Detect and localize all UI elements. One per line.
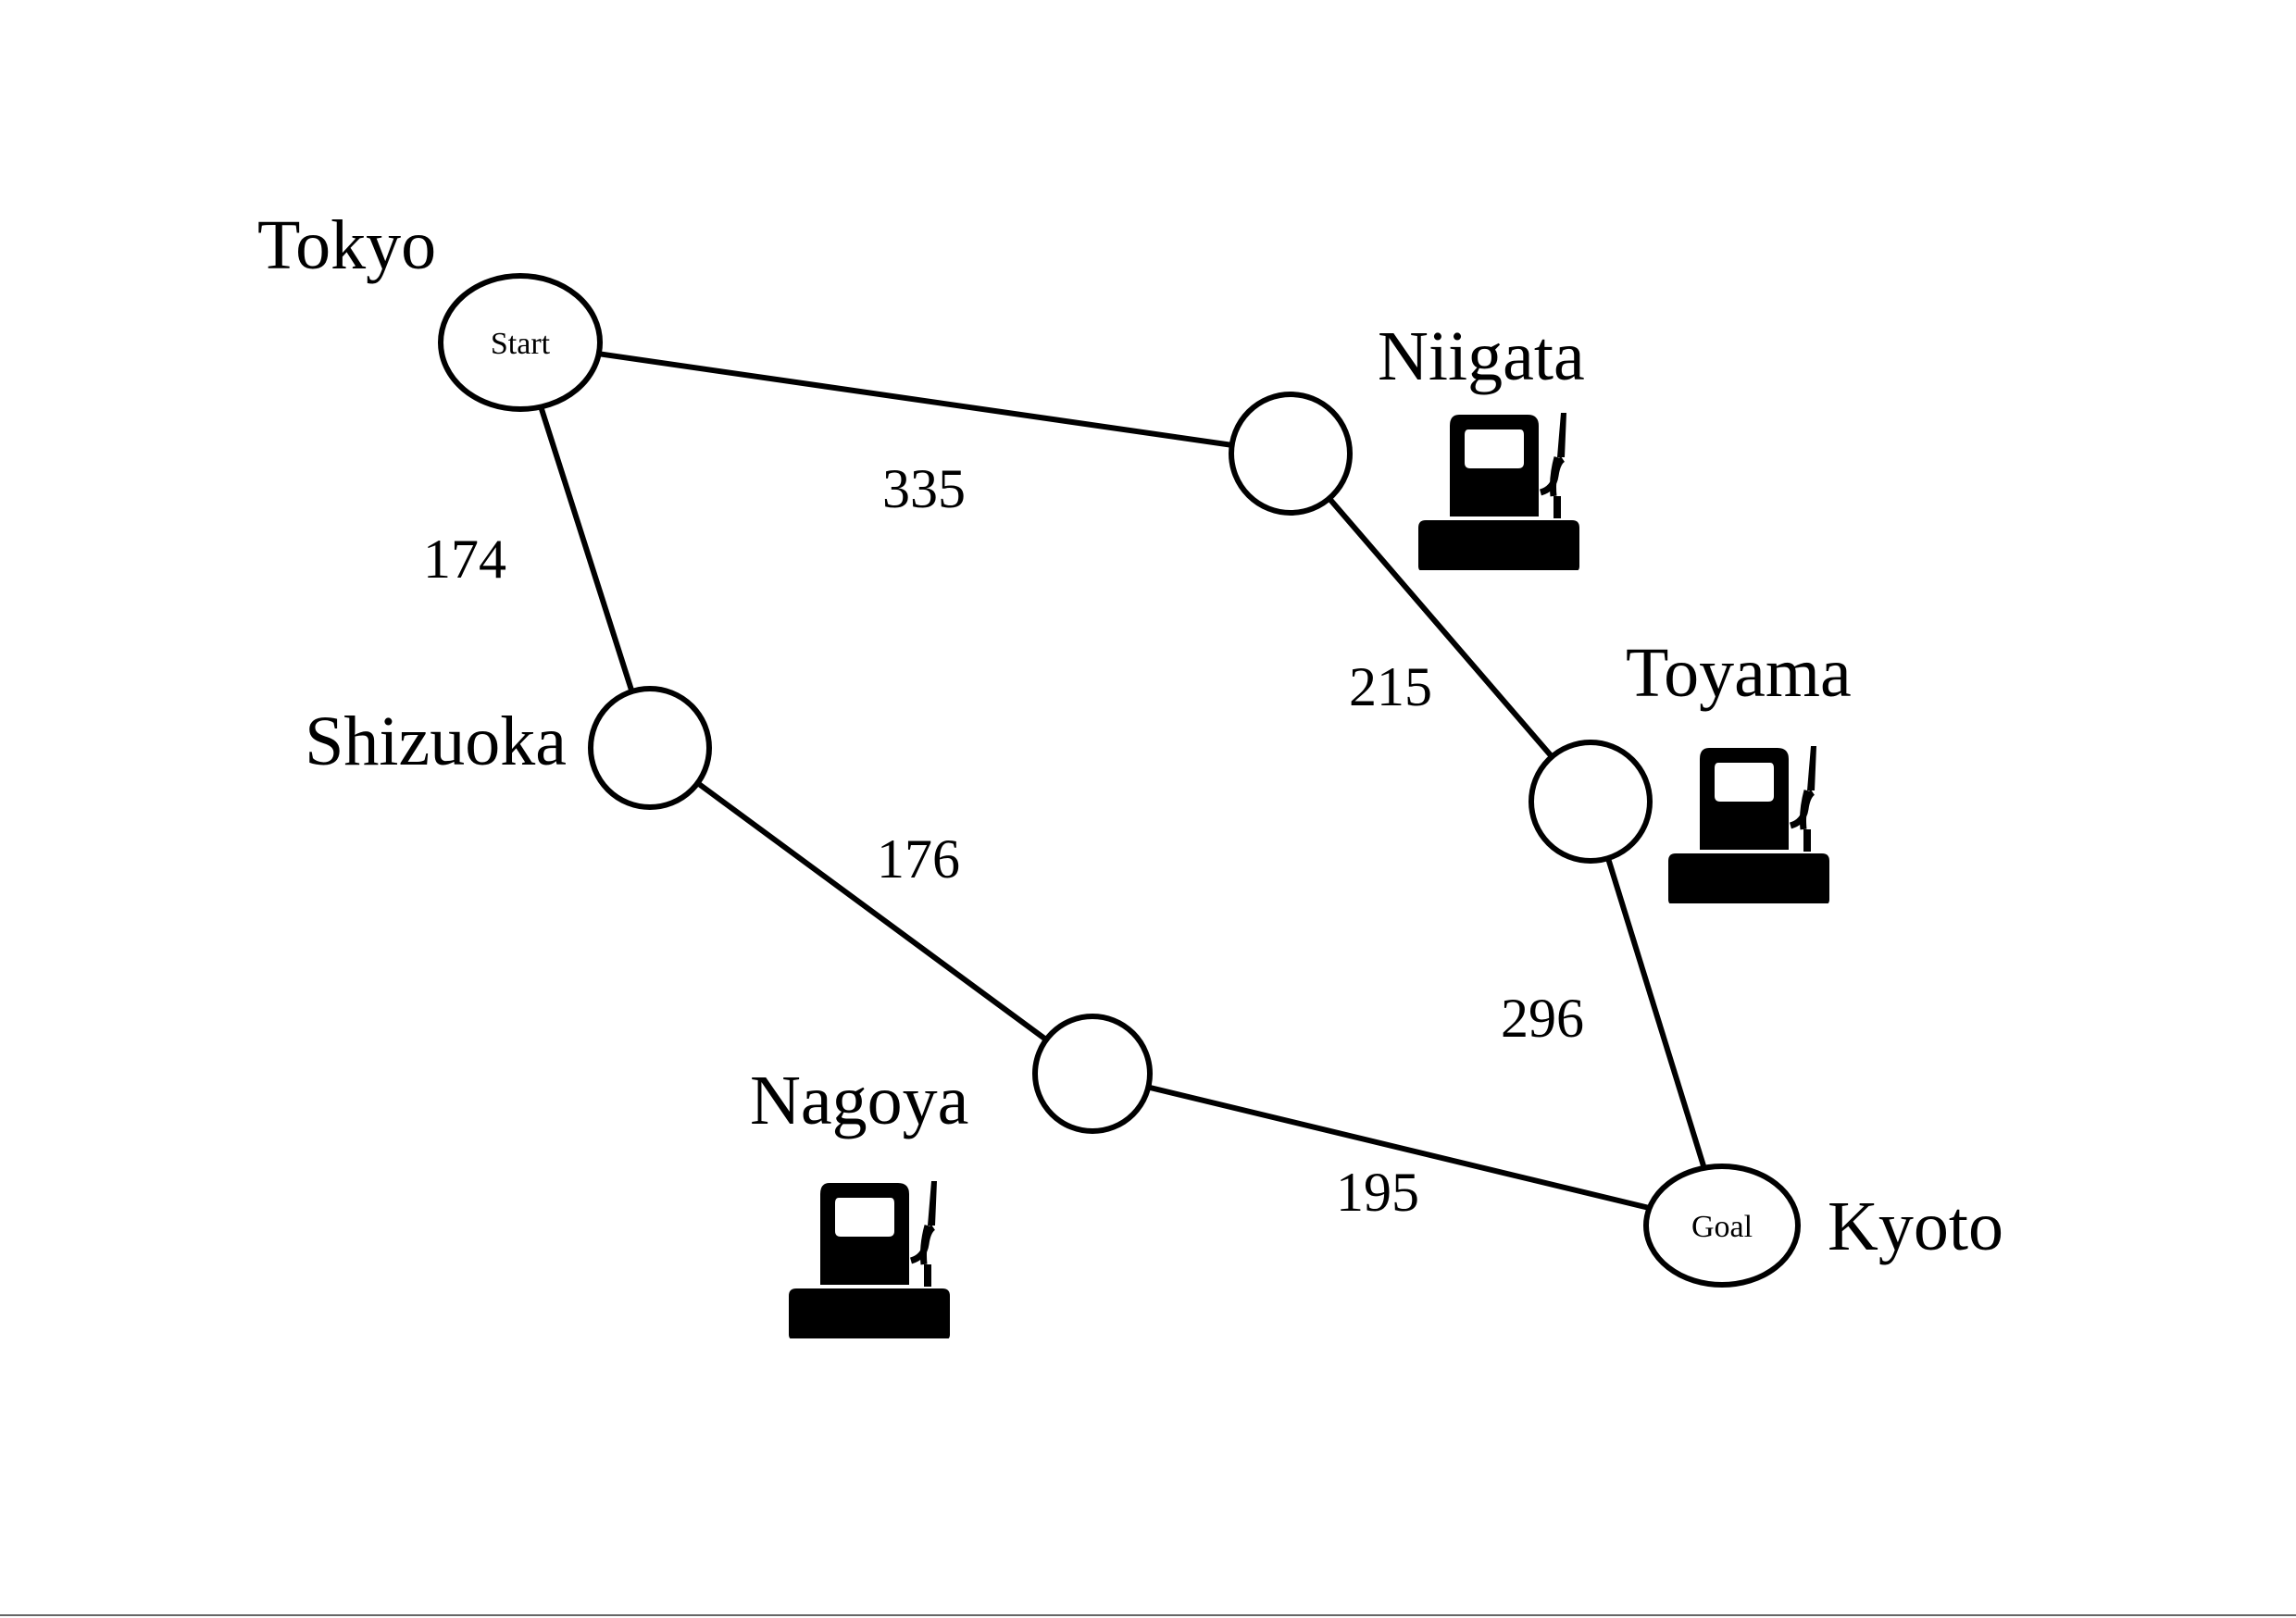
- edge-distance-label: 335: [882, 458, 966, 519]
- page-bottom-edge: [0, 1614, 2296, 1616]
- node-circle: [438, 273, 603, 412]
- node-shizuoka: [588, 686, 712, 810]
- edge-niigata-toyama: [1288, 452, 1593, 803]
- city-label-shizuoka: Shizuoka: [305, 703, 567, 780]
- city-label-niigata: Niigata: [1378, 317, 1585, 395]
- edge-nagoya-kyoto: [1092, 1071, 1723, 1228]
- fuel-pump-icon: [1418, 413, 1579, 572]
- edge-distance-label: 174: [423, 529, 506, 590]
- node-inner-label: Start: [491, 327, 551, 361]
- edge-tokyo-shizuoka: [518, 342, 653, 749]
- node-nagoya: [1032, 1014, 1153, 1134]
- edge-shizuoka-nagoya: [648, 745, 1094, 1077]
- edge-distance-label: 215: [1349, 656, 1432, 717]
- edge-toyama-kyoto: [1588, 801, 1725, 1226]
- city-label-tokyo: Tokyo: [257, 206, 436, 284]
- node-circle: [1032, 1014, 1153, 1134]
- edge-tokyo-niigata: [519, 340, 1292, 456]
- fuel-pump-icon: [789, 1181, 950, 1340]
- edge-distance-label: 176: [877, 828, 960, 890]
- node-circle: [1643, 1164, 1801, 1288]
- city-label-toyama: Toyama: [1626, 634, 1852, 712]
- node-inner-label: Goal: [1691, 1210, 1753, 1244]
- edge-distance-label: 195: [1336, 1162, 1419, 1223]
- fuel-pump-icon: [1668, 746, 1829, 905]
- node-tokyo: Start: [438, 273, 603, 412]
- node-kyoto: Goal: [1643, 1164, 1801, 1288]
- node-toyama: [1529, 740, 1653, 864]
- city-label-nagoya: Nagoya: [750, 1062, 968, 1139]
- node-circle: [1229, 392, 1353, 516]
- node-niigata: [1229, 392, 1353, 516]
- node-circle: [588, 686, 712, 810]
- node-circle: [1529, 740, 1653, 864]
- edge-distance-label: 296: [1501, 988, 1584, 1049]
- city-label-kyoto: Kyoto: [1828, 1188, 2003, 1265]
